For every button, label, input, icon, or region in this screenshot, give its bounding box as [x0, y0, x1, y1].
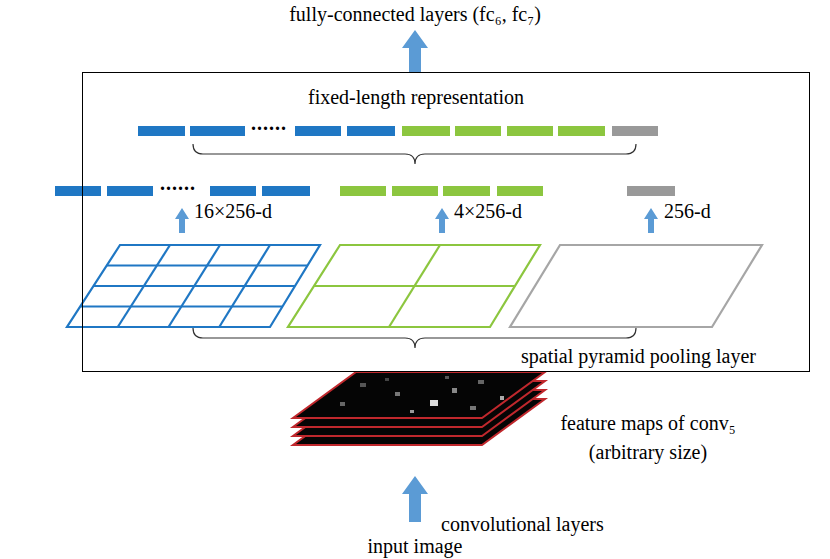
- heading: fixed-length representation: [308, 86, 524, 108]
- grid-outline: [288, 245, 540, 327]
- grid-line: [94, 285, 296, 287]
- grid-line: [219, 245, 270, 327]
- layer-name: spatial pyramid pooling layer: [521, 345, 756, 367]
- activation: [430, 400, 438, 406]
- grid-line: [107, 264, 308, 266]
- input-label: input image: [368, 535, 463, 557]
- activation: [452, 388, 457, 393]
- grid-outline: [67, 245, 320, 327]
- pyramid-grids: [67, 245, 762, 327]
- pooled-bars: [55, 186, 675, 196]
- spp-layer-box: fixed-length representation spatial pyram…: [82, 72, 810, 372]
- activation: [410, 410, 414, 413]
- activation: [395, 392, 400, 396]
- ellipsis: ......: [251, 112, 287, 134]
- output-label: fully-connected layers (fc₆, fc₇): [289, 3, 541, 25]
- grid-line: [314, 285, 515, 287]
- dimension: 16×256-d: [194, 200, 272, 222]
- grid-outline: [510, 245, 762, 327]
- activation: [470, 406, 476, 410]
- flow-arrows: [175, 30, 658, 522]
- step-label: convolutional layers: [441, 513, 604, 535]
- activation: [500, 396, 504, 400]
- ellipsis: ......: [160, 172, 196, 194]
- dimension: 4×256-d: [454, 200, 522, 222]
- feature-map-label: feature maps of conv₅ (arbitrary size): [548, 409, 748, 467]
- feature-map: [293, 372, 545, 418]
- concatenated-bars: [138, 126, 658, 136]
- activation: [360, 383, 366, 387]
- activation: [445, 376, 449, 379]
- activation: [340, 402, 345, 406]
- feature-maps: [293, 372, 545, 445]
- activation: [478, 380, 484, 384]
- dimension: 256-d: [664, 200, 711, 222]
- activation: [385, 378, 389, 381]
